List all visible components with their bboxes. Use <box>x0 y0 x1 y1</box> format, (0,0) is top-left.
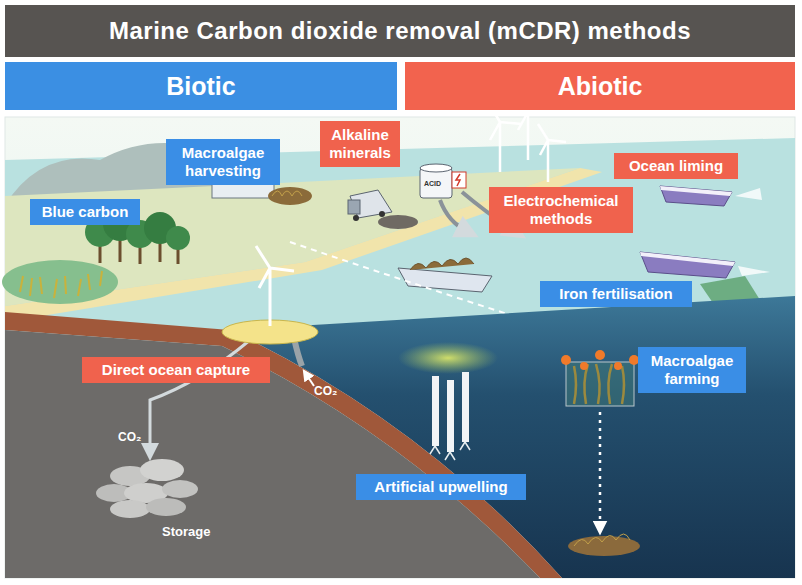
biotic-method-label: Macroalgae harvesting <box>166 139 280 185</box>
category-band: Biotic <box>5 62 397 110</box>
upwelling-pipe <box>447 380 454 452</box>
seaweed-strands <box>574 534 630 546</box>
ship-hull <box>660 186 732 206</box>
title-band: Marine Carbon dioxide removal (mCDR) met… <box>5 5 795 57</box>
category-band: Abiotic <box>405 62 795 110</box>
mineral-truck <box>348 190 418 229</box>
diagram-title: Marine Carbon dioxide removal (mCDR) met… <box>109 17 691 45</box>
seaweed-pile <box>268 187 312 205</box>
abiotic-method-label: Ocean liming <box>614 153 738 179</box>
power-sign <box>452 172 466 188</box>
abiotic-method-label: Alkaline minerals <box>320 121 400 167</box>
direct-capture-platform <box>150 246 318 452</box>
node-label: Biotic <box>166 71 235 101</box>
wind-turbine <box>538 124 566 182</box>
seagrass-meadow <box>2 260 118 304</box>
node-label: Macroalgae farming <box>643 352 741 388</box>
upwelling-pipes <box>398 342 498 460</box>
abiotic-method-label: Electrochemical methods <box>489 187 633 233</box>
node-label: Macroalgae harvesting <box>171 144 275 180</box>
kelp-fronds <box>574 364 624 404</box>
ship-hull <box>398 268 492 292</box>
pipe-inlets <box>430 442 470 460</box>
rock <box>110 500 150 518</box>
buoy <box>595 350 605 360</box>
storage-rocks <box>96 459 198 518</box>
buoy <box>614 362 622 370</box>
ship-hull <box>640 252 735 278</box>
seagrass-blades <box>20 271 102 298</box>
sky-background <box>5 117 795 578</box>
node-label: Ocean liming <box>629 157 723 175</box>
node-label: Abiotic <box>558 71 643 101</box>
nutrient-glow <box>398 342 498 374</box>
node-label: Artificial upwelling <box>374 478 507 496</box>
mangrove-tree <box>166 226 190 250</box>
iron-spray <box>738 266 770 276</box>
co2-label: CO₂ <box>314 384 337 398</box>
ship-deck <box>640 252 735 266</box>
acid-outflow-arrow <box>440 200 468 232</box>
buoy <box>561 355 571 365</box>
seabed-sediment <box>5 312 562 578</box>
node-label: Blue carbon <box>42 203 129 221</box>
wind-turbine <box>488 102 522 172</box>
mineral-pile <box>378 215 418 229</box>
truck-wheel <box>379 211 385 217</box>
biotic-method-label: Iron fertilisation <box>540 281 692 307</box>
co2-arrow <box>306 374 314 386</box>
upwelling-pipe <box>462 372 469 442</box>
lime-spray <box>735 188 762 200</box>
biotic-method-label: Artificial upwelling <box>356 474 526 500</box>
truck-cab <box>348 200 360 214</box>
tank-top <box>420 164 452 172</box>
buoy <box>580 362 588 370</box>
ship-deck <box>660 186 732 196</box>
sinking-arrow <box>599 412 602 528</box>
tank-label: ACID <box>424 180 441 187</box>
node-label: Alkaline minerals <box>325 126 395 162</box>
node-label: Direct ocean capture <box>102 361 250 379</box>
rock <box>162 480 198 498</box>
node-label: Electrochemical methods <box>494 192 628 228</box>
rock <box>146 498 186 516</box>
farm-cage <box>566 362 634 406</box>
wind-turbine <box>256 246 294 326</box>
seaweed-cargo <box>410 258 474 270</box>
biotic-method-label: Blue carbon <box>30 199 140 225</box>
abiotic-method-label: Direct ocean capture <box>82 357 270 383</box>
co2-label: CO₂ <box>118 430 141 444</box>
upwelling-pipe <box>432 376 439 446</box>
biotic-method-label: Macroalgae farming <box>638 347 746 393</box>
seaweed-farm <box>561 350 640 556</box>
harvest-ship <box>398 258 492 292</box>
rock <box>140 459 184 481</box>
sea-surface <box>5 138 795 330</box>
seaweed-strands <box>272 191 302 196</box>
truck-wheel <box>353 215 359 221</box>
node-label: Iron fertilisation <box>559 285 672 303</box>
storage-label: Storage <box>162 524 210 539</box>
bedrock <box>5 330 540 578</box>
lightning-icon <box>456 174 460 186</box>
